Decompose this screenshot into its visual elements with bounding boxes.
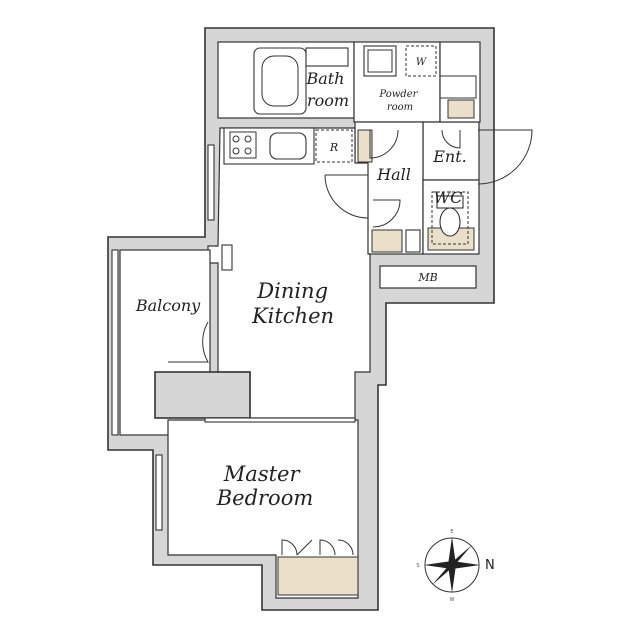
compass-west: W	[450, 597, 455, 603]
dining-kitchen-label: Dining Kitchen	[251, 279, 335, 328]
balcony-label: Balcony	[135, 296, 201, 315]
stove-icon	[229, 131, 257, 159]
wc-label: WC	[434, 188, 463, 207]
sink-icon	[269, 132, 307, 160]
bathroom-label-line1: Bath	[305, 69, 344, 88]
master-bedroom-label-line1: Master	[223, 462, 302, 486]
meter-box-label: MB	[417, 271, 437, 284]
master-bedroom-label: Master Bedroom	[216, 462, 314, 510]
fridge-space	[315, 129, 353, 163]
hall-shoe-cabinet	[357, 129, 373, 163]
compass: N E S W	[416, 529, 494, 603]
powder-room-label-line2: room	[387, 102, 413, 113]
storage-gray	[154, 371, 251, 419]
master-bedroom-floor	[167, 419, 359, 599]
vanity-icon	[363, 45, 397, 77]
compass-south: S	[416, 563, 419, 569]
washer-label: W	[416, 57, 427, 68]
entrance-label: Ent.	[432, 147, 467, 166]
compass-east: E	[450, 529, 453, 535]
compass-north: N	[485, 558, 495, 573]
windows	[111, 144, 356, 531]
dining-kitchen-label-line2: Kitchen	[251, 304, 334, 328]
washer-space	[405, 45, 437, 77]
bath-shelf	[305, 47, 349, 67]
dining-kitchen-label-line1: Dining	[256, 279, 328, 303]
fridge-label: R	[329, 141, 338, 154]
powder-room-label: Powder room	[378, 89, 420, 113]
doors	[168, 129, 533, 556]
hall-cabinet	[371, 229, 403, 253]
bathtub-icon	[253, 47, 307, 115]
bathroom-label-line2: room	[307, 91, 349, 110]
powder-room-label-line1: Powder	[378, 89, 418, 100]
toilet-icon	[431, 191, 469, 245]
hall-pillar	[405, 229, 421, 253]
entrance-cabinet	[447, 99, 475, 119]
bedroom-closet	[277, 556, 359, 596]
master-bedroom-label-line2: Bedroom	[216, 486, 314, 510]
hall-label: Hall	[376, 165, 411, 184]
bathroom-label: Bath room	[305, 69, 349, 110]
meter-box-floor	[379, 265, 477, 289]
